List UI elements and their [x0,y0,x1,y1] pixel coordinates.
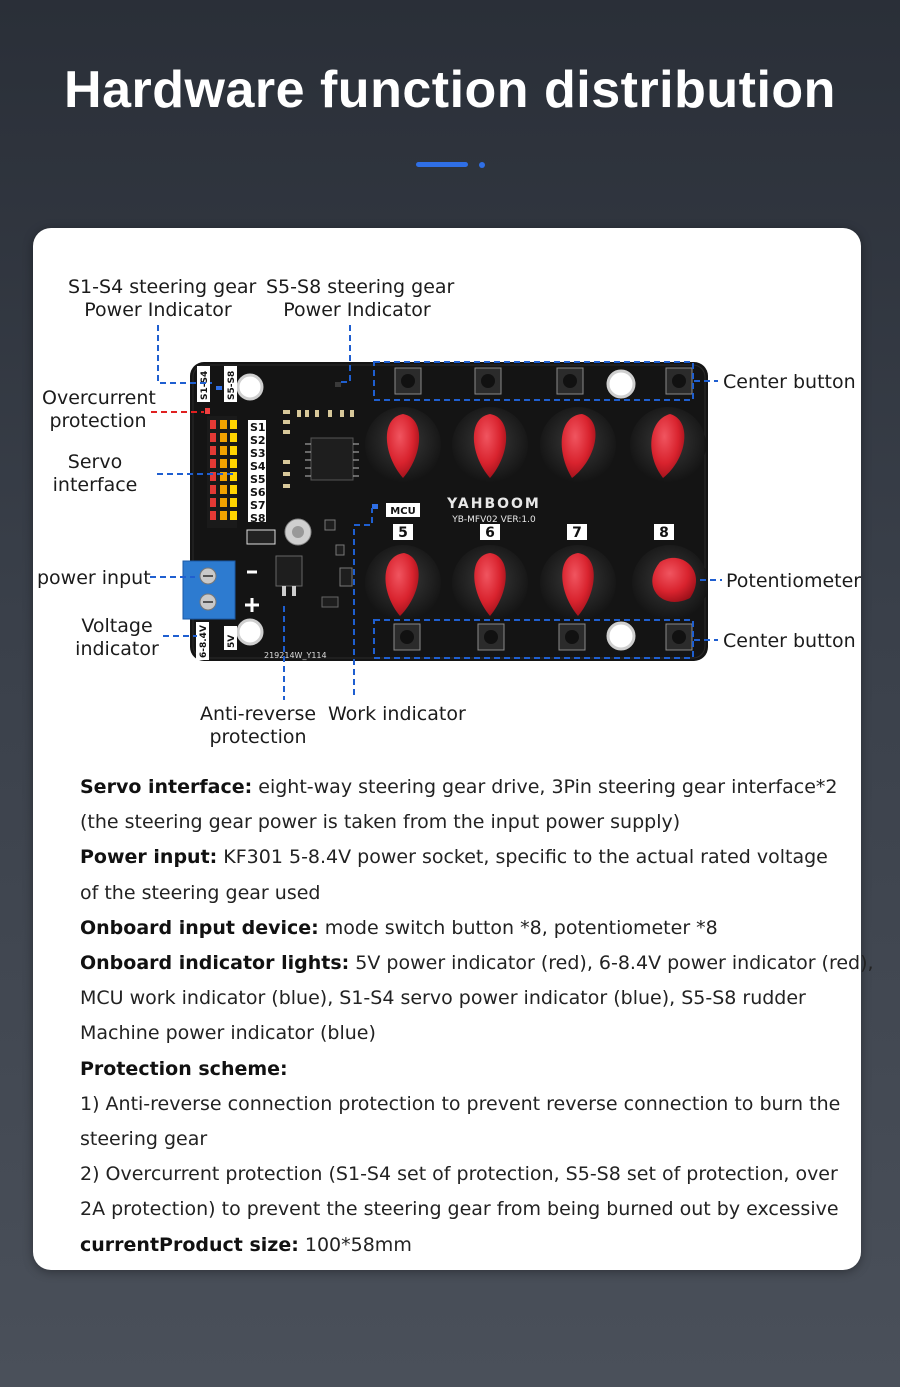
desc-input-heading: Onboard input device: [80,916,319,939]
brand-text: YAHBOOM [446,496,541,512]
desc-power-heading: Power input: [80,846,218,869]
desc-line-size: currentProduct size: 100*58mm [80,1228,840,1263]
desc-line-13: 2A protection) to prevent the steering g… [80,1198,839,1221]
label-s5s8-line2: Power Indicator [283,299,431,321]
servo-port-s8: S8 [250,512,266,525]
label-overcurrent-line1: Overcurrent [42,387,156,409]
bottom-button-row-highlight [373,619,694,659]
description-block: Servo interface: eight-way steering gear… [80,770,874,1263]
servo-port-s7: S7 [250,499,266,512]
mounting-holes [236,369,636,651]
servo-port-s1: S1 [250,421,266,434]
board-diagram: 5 6 7 8 YAHBOOM YB-MFV02 VER:1.0 MCU [150,325,722,700]
desc-servo-text: eight-way steering gear drive, 3Pin stee… [252,776,838,798]
serial-text: 219214W_Y114 [264,651,327,660]
label-anti-line2: protection [209,726,307,748]
desc-line-8: Machine power indicator (blue) [80,1022,376,1045]
label-s5s8-line1: S5-S8 steering gear [266,276,455,298]
label-center-button-top: Center button [723,371,856,393]
desc-line-servo: Servo interface: eight-way steering gear… [80,770,840,805]
label-voltage-indicator: Voltage indicator [67,615,167,661]
mcu-label: MCU [390,506,415,517]
page-title: Hardware function distribution [64,61,836,119]
knob-number-tags: 5 6 7 8 [393,524,674,541]
servo-port-s2: S2 [250,434,266,447]
led-s1s4 [216,386,222,390]
desc-power-text: KF301 5-8.4V power socket, specific to t… [217,846,828,869]
servo-header: S1 S2 S3 S4 S5 S6 S7 S8 [207,416,266,528]
knob-number-5: 5 [398,525,408,541]
desc-indicators-heading: Onboard indicator lights: [80,952,350,975]
desc-line-10: 1) Anti-reverse connection protection to… [80,1092,841,1115]
label-servo-interface: Servo interface [45,451,145,497]
label-potentiometer: Potentiometer [726,570,862,592]
knob-number-7: 7 [572,525,582,541]
leader-s1s4 [157,325,212,384]
desc-line-7: MCU work indicator (blue), S1-S4 servo p… [80,987,806,1010]
label-voltage-line1: Voltage [81,615,153,637]
top-buttons [394,367,693,395]
label-overcurrent-line2: protection [49,410,147,432]
desc-input-text: mode switch button *8, potentiometer *8 [318,916,718,939]
label-s1s4-line1: S1-S4 steering gear [68,276,257,298]
label-center-button-bottom: Center button [723,630,856,652]
knobs-top [365,407,706,483]
desc-line-indicators: Onboard indicator lights: 5V power indic… [80,946,874,981]
label-overcurrent: Overcurrent protection [42,387,156,433]
label-anti-reverse: Anti-reverse protection [200,703,316,749]
voltage-silkscreen: 6-8.4V [199,625,209,658]
label-work-indicator: Work indicator [328,703,466,725]
label-servo-line2: interface [52,474,138,496]
s1-s4-silkscreen: S1-S4 [200,371,210,400]
label-voltage-line2: indicator [75,638,159,660]
servo-port-s4: S4 [250,460,266,473]
desc-line-12: 2) Overcurrent protection (S1-S4 set of … [80,1163,838,1186]
bottom-buttons [393,623,693,651]
desc-protection-heading: Protection scheme: [80,1057,288,1080]
title-accent-dot [479,162,485,168]
s5-s8-silkscreen: S5-S8 [227,371,237,400]
five-v-silkscreen: 5V [227,635,237,648]
desc-line-4: of the steering gear used [80,881,321,904]
label-s5s8-indicator: S5-S8 steering gear Power Indicator [266,276,454,322]
label-anti-line1: Anti-reverse [200,703,317,725]
leader-s5s8 [340,325,351,383]
knobs-bottom [365,545,708,621]
servo-port-s6: S6 [250,486,266,499]
desc-line-power: Power input: KF301 5-8.4V power socket, … [80,840,840,875]
top-button-row-highlight [373,361,694,401]
label-s1s4-indicator: S1-S4 steering gear Power Indicator [68,276,256,322]
led-s5s8 [335,382,341,387]
label-s1s4-line2: Power Indicator [84,299,232,321]
fuse-led [205,408,210,414]
desc-servo-heading: Servo interface: [80,776,253,798]
model-text: YB-MFV02 VER:1.0 [451,515,536,525]
leader-work [353,508,373,695]
servo-port-s5: S5 [250,473,266,486]
knob-number-6: 6 [485,525,495,541]
desc-line-protection: Protection scheme: [80,1052,840,1087]
led-mcu [372,504,378,509]
leader-lines [150,325,722,700]
desc-size-heading: currentProduct size: [80,1233,299,1256]
desc-indicators-text: 5V power indicator (red), 6-8.4V power i… [349,952,874,975]
desc-size-text: 100*58mm [298,1233,412,1256]
desc-line-2: (the steering gear power is taken from t… [80,811,681,834]
label-power-input: power input [37,567,151,589]
servo-port-s3: S3 [250,447,266,460]
title-accent-bar [416,162,468,167]
label-servo-line1: Servo [67,451,123,473]
desc-line-11: steering gear [80,1128,208,1151]
knob-number-8: 8 [659,525,669,541]
desc-line-input-device: Onboard input device: mode switch button… [80,911,840,946]
